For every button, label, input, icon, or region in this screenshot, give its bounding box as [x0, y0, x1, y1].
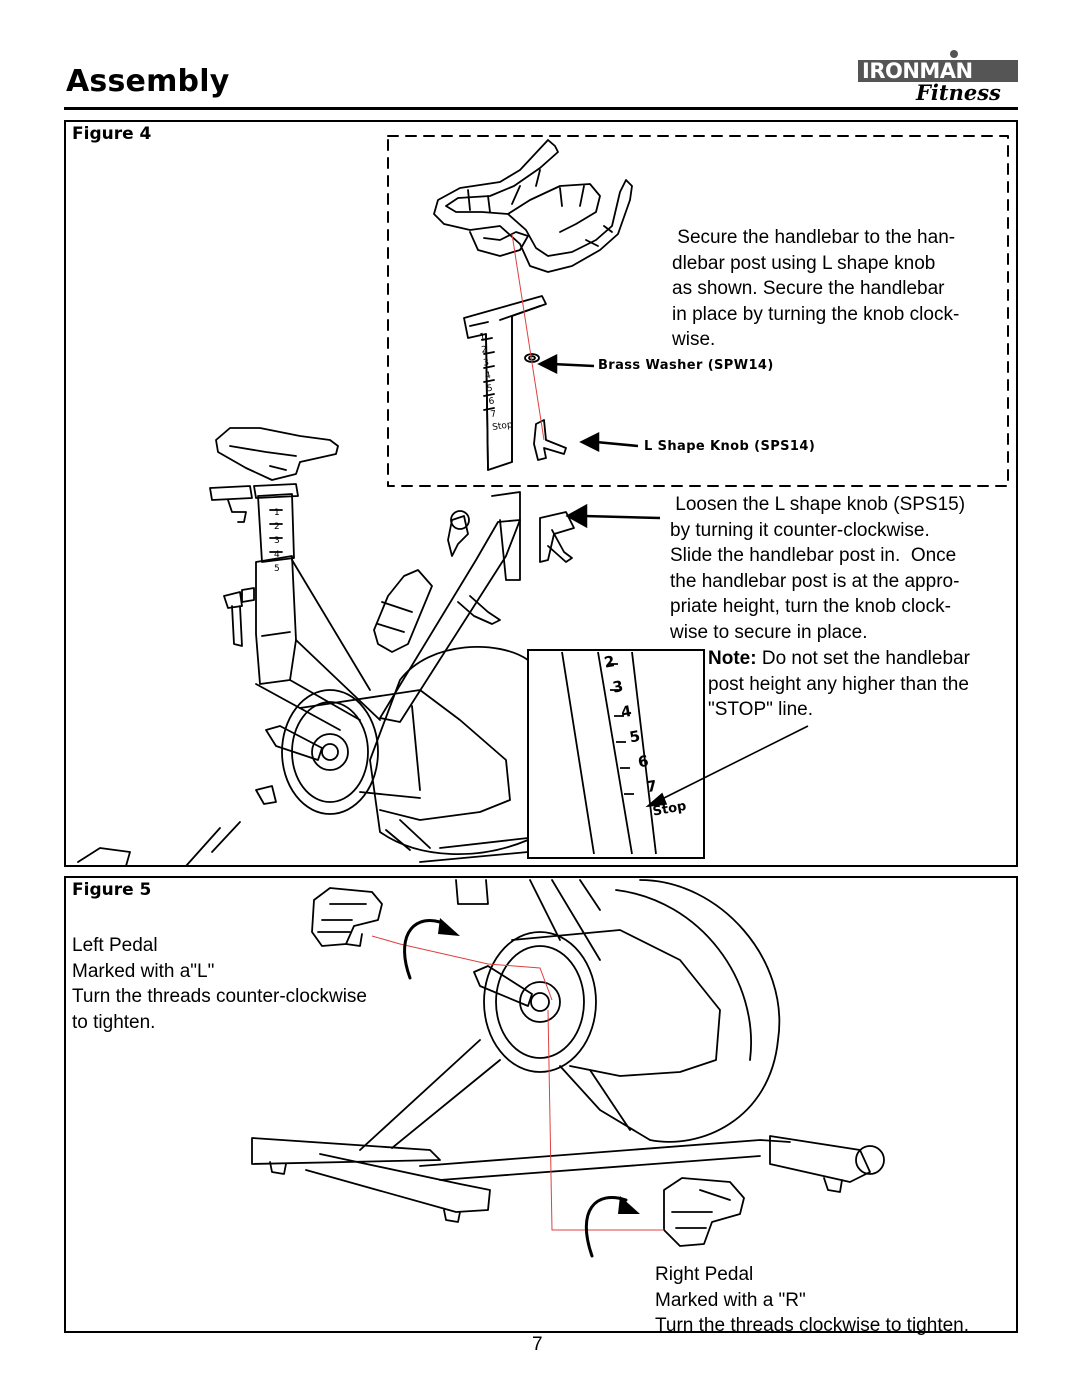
brand-logo: IRONMAN Fitness [858, 50, 1018, 106]
step-secure-handlebar-text: Secure the handlebar to the han- dlebar … [672, 227, 960, 350]
brand-logo-graphic [858, 50, 1018, 82]
note-text: Do not set the handlebar post height any… [708, 648, 970, 720]
handlebar-inset-box [387, 135, 1009, 487]
seat-post [257, 493, 295, 563]
l-knob-inset [533, 419, 567, 461]
figure-4-label: Figure 4 [72, 124, 152, 144]
brand-logo-sub: Fitness [916, 80, 1001, 105]
left-pedal-text: Left Pedal Marked with a"L" Turn the thr… [72, 935, 367, 1033]
figure-5-panel [64, 876, 1018, 1333]
seat-mark: 5 [274, 564, 280, 574]
seat-mark: 2 [274, 522, 280, 532]
left-pedal [311, 887, 383, 947]
figure-5-label: Figure 5 [72, 880, 152, 900]
right-pedal [663, 1177, 745, 1247]
stop-line-note: Note: Do not set the handlebar post heig… [708, 646, 970, 723]
page-title: Assembly [66, 64, 230, 99]
figure-4-panel [64, 120, 1018, 867]
brand-logo-main: IRONMAN [862, 59, 973, 83]
brass-washer-callout: Brass Washer (SPW14) [598, 358, 774, 373]
seat-post-scale: 1 2 3 4 5 [274, 506, 280, 576]
note-label: Note: [708, 648, 757, 669]
figure-4-illustration [77, 135, 1009, 867]
header-rule [64, 107, 1018, 110]
seat-mark: 4 [274, 550, 280, 560]
flywheel [639, 879, 781, 1143]
page-number: 7 [532, 1334, 543, 1355]
seat-mark: 1 [274, 508, 280, 518]
base-frame [251, 1137, 441, 1165]
step-loosen-knob-text: Loosen the L shape knob (SPS15) by turni… [670, 494, 966, 643]
l-shape-knob-callout: L Shape Knob (SPS14) [644, 439, 816, 454]
crank-hub [483, 931, 597, 1073]
right-pedal-text: Right Pedal Marked with a "R" Turn the t… [655, 1264, 970, 1336]
seat [215, 427, 339, 481]
handlebar [433, 139, 633, 273]
water-bottle [373, 569, 433, 653]
crank-hub [281, 689, 379, 815]
seat-mark: 3 [274, 536, 280, 546]
